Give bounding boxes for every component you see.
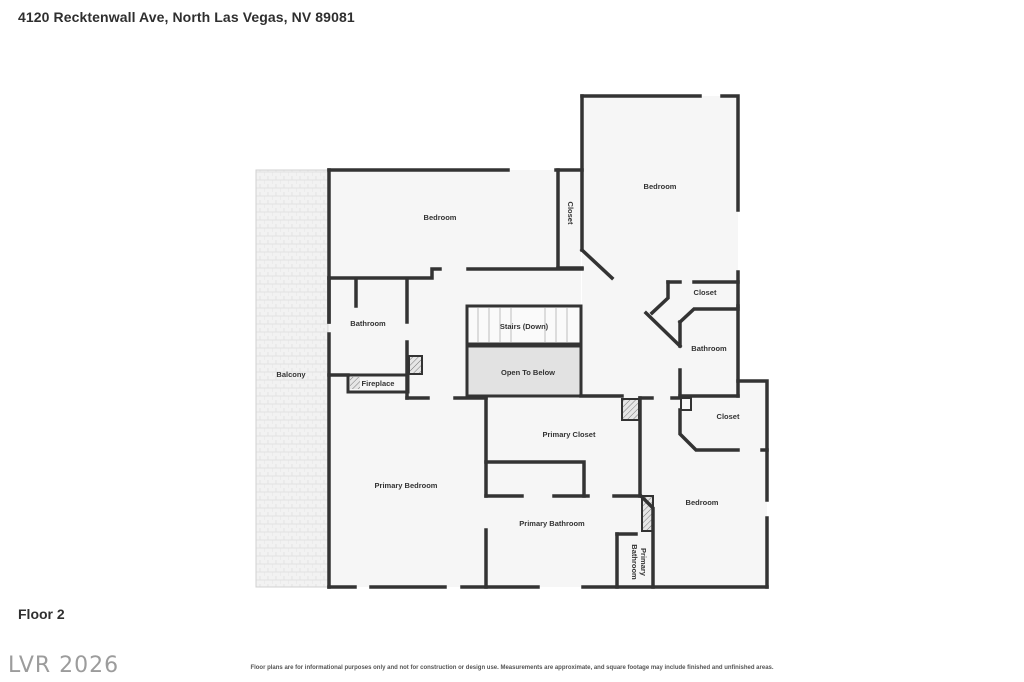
room-label-bathroom-left: Bathroom [350,319,386,328]
room-label-stairs: Stairs (Down) [500,322,549,331]
room-label-bedroom-top: Bedroom [424,213,457,222]
room-label-balcony: Balcony [276,370,306,379]
room-label-bedroom-lower-right: Bedroom [686,498,719,507]
room-label-open-to-below: Open To Below [501,368,555,377]
room-label-primary-closet: Primary Closet [543,430,596,439]
room-label-primary-bathroom: Primary Bathroom [519,519,585,528]
disclaimer: Floor plans are for informational purpos… [250,665,774,671]
room-label-bedroom-upper-right: Bedroom [644,182,677,191]
room-label-primary-bathroom-small-1: Primary [639,548,648,577]
floor-label: Floor 2 [18,606,65,622]
room-label-primary-bedroom: Primary Bedroom [375,481,438,490]
room-label-fireplace: Fireplace [362,379,395,388]
column-hatch [680,397,692,411]
open-to-below-area [465,344,583,398]
watermark: LVR 2026 [8,653,120,678]
walls [327,94,769,589]
room-label-closet-lower-right: Closet [717,412,740,421]
room-label-primary-bathroom-small-2: Bathroom [630,544,639,580]
room-label-bathroom-right: Bathroom [691,344,727,353]
property-address: 4120 Recktenwall Ave, North Las Vegas, N… [18,9,355,25]
stairs [465,304,583,346]
room-label-closet-top: Closet [566,202,575,225]
column-hatch [408,355,423,375]
room-label-primary-bathroom-small: Primary Bathroom [630,544,648,580]
column-hatch [621,398,640,421]
room-label-closet-right: Closet [694,288,717,297]
fireplace-hatch [350,377,360,389]
